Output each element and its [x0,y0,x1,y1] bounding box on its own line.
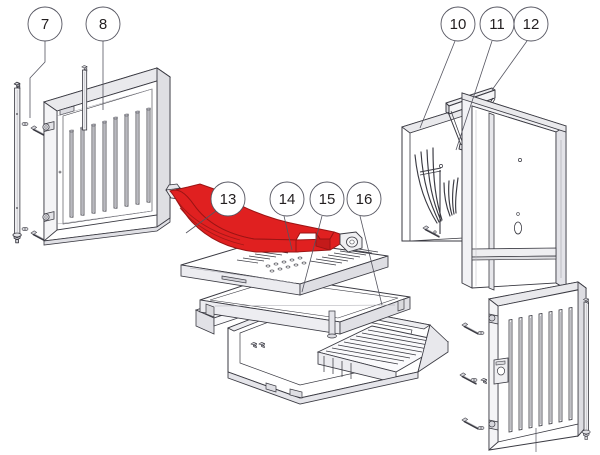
callout-circle-7 [27,6,63,42]
part-8-side-panel-left [42,67,172,246]
leader-line-12 [491,40,528,91]
callout-10[interactable]: 10 [440,6,476,42]
callout-label-8: 8 [99,16,107,33]
callout-circle-13 [210,181,246,217]
callout-markers: 7 8 10 11 12 13 14 15 16 [27,6,549,217]
callout-16[interactable]: 16 [346,181,382,217]
leader-line-7 [29,41,46,118]
callout-label-16: 16 [356,191,373,208]
callout-label-14: 14 [279,191,296,208]
callout-circle-8 [85,6,121,42]
leader-line-11 [455,40,493,151]
callout-14[interactable]: 14 [269,181,305,217]
callout-8[interactable]: 8 [85,6,121,42]
leader-line-13 [185,210,217,234]
callout-circle-12 [513,6,549,42]
part-10-rear-panel-curved-ribs [401,107,472,242]
callout-7[interactable]: 7 [27,6,63,42]
callout-label-15: 15 [319,191,336,208]
leader-line-14 [283,215,293,251]
callout-circle-15 [309,181,345,217]
callout-label-10: 10 [450,16,467,33]
callout-label-12: 12 [523,16,540,33]
callout-13[interactable]: 13 [210,181,246,217]
hardware-rod-top-center [81,65,88,131]
callout-circle-14 [269,181,305,217]
callout-circle-16 [346,181,382,217]
callout-label-11: 11 [489,16,505,33]
callout-leader-lines [29,40,528,306]
leader-line-15 [301,215,323,293]
leader-line-16 [359,215,383,306]
part-12-rear-frame-door [461,92,567,291]
part-right-side-panel [487,281,588,451]
callout-15[interactable]: 15 [309,181,345,217]
leader-line-10 [419,40,456,129]
callout-11[interactable]: 11 [479,6,515,42]
callout-circle-10 [440,6,476,42]
part-7-threaded-rod-left [12,81,22,244]
hardware-rod-right [535,297,591,452]
callout-12[interactable]: 12 [513,6,549,42]
callout-label-13: 13 [220,191,237,208]
callout-label-7: 7 [41,16,49,33]
